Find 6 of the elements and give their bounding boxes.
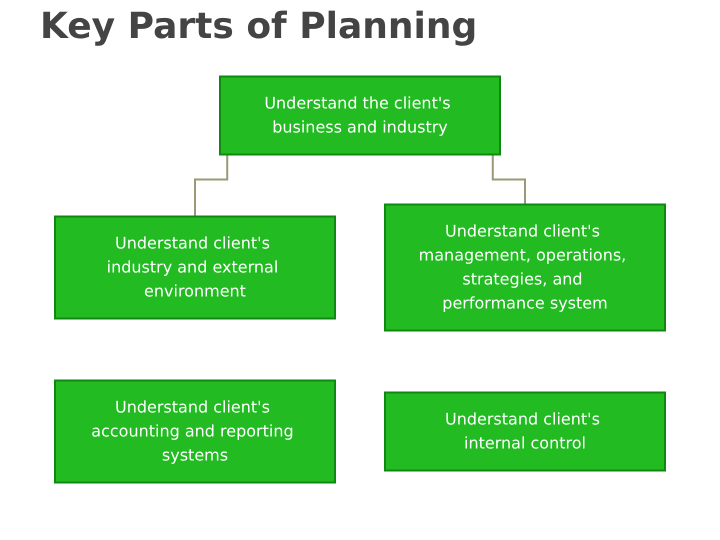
title: Key Parts of Planning (40, 6, 478, 47)
node-box: Understand client's industry and external environment (54, 216, 336, 320)
node-box: Understand the client's business and industry (219, 76, 501, 156)
node-box: Understand client's accounting and reporting systems (54, 380, 336, 484)
node-box: Understand client's internal control (384, 392, 666, 472)
node-box: Understand client's management, operations, strategies, and performance system (384, 204, 666, 332)
